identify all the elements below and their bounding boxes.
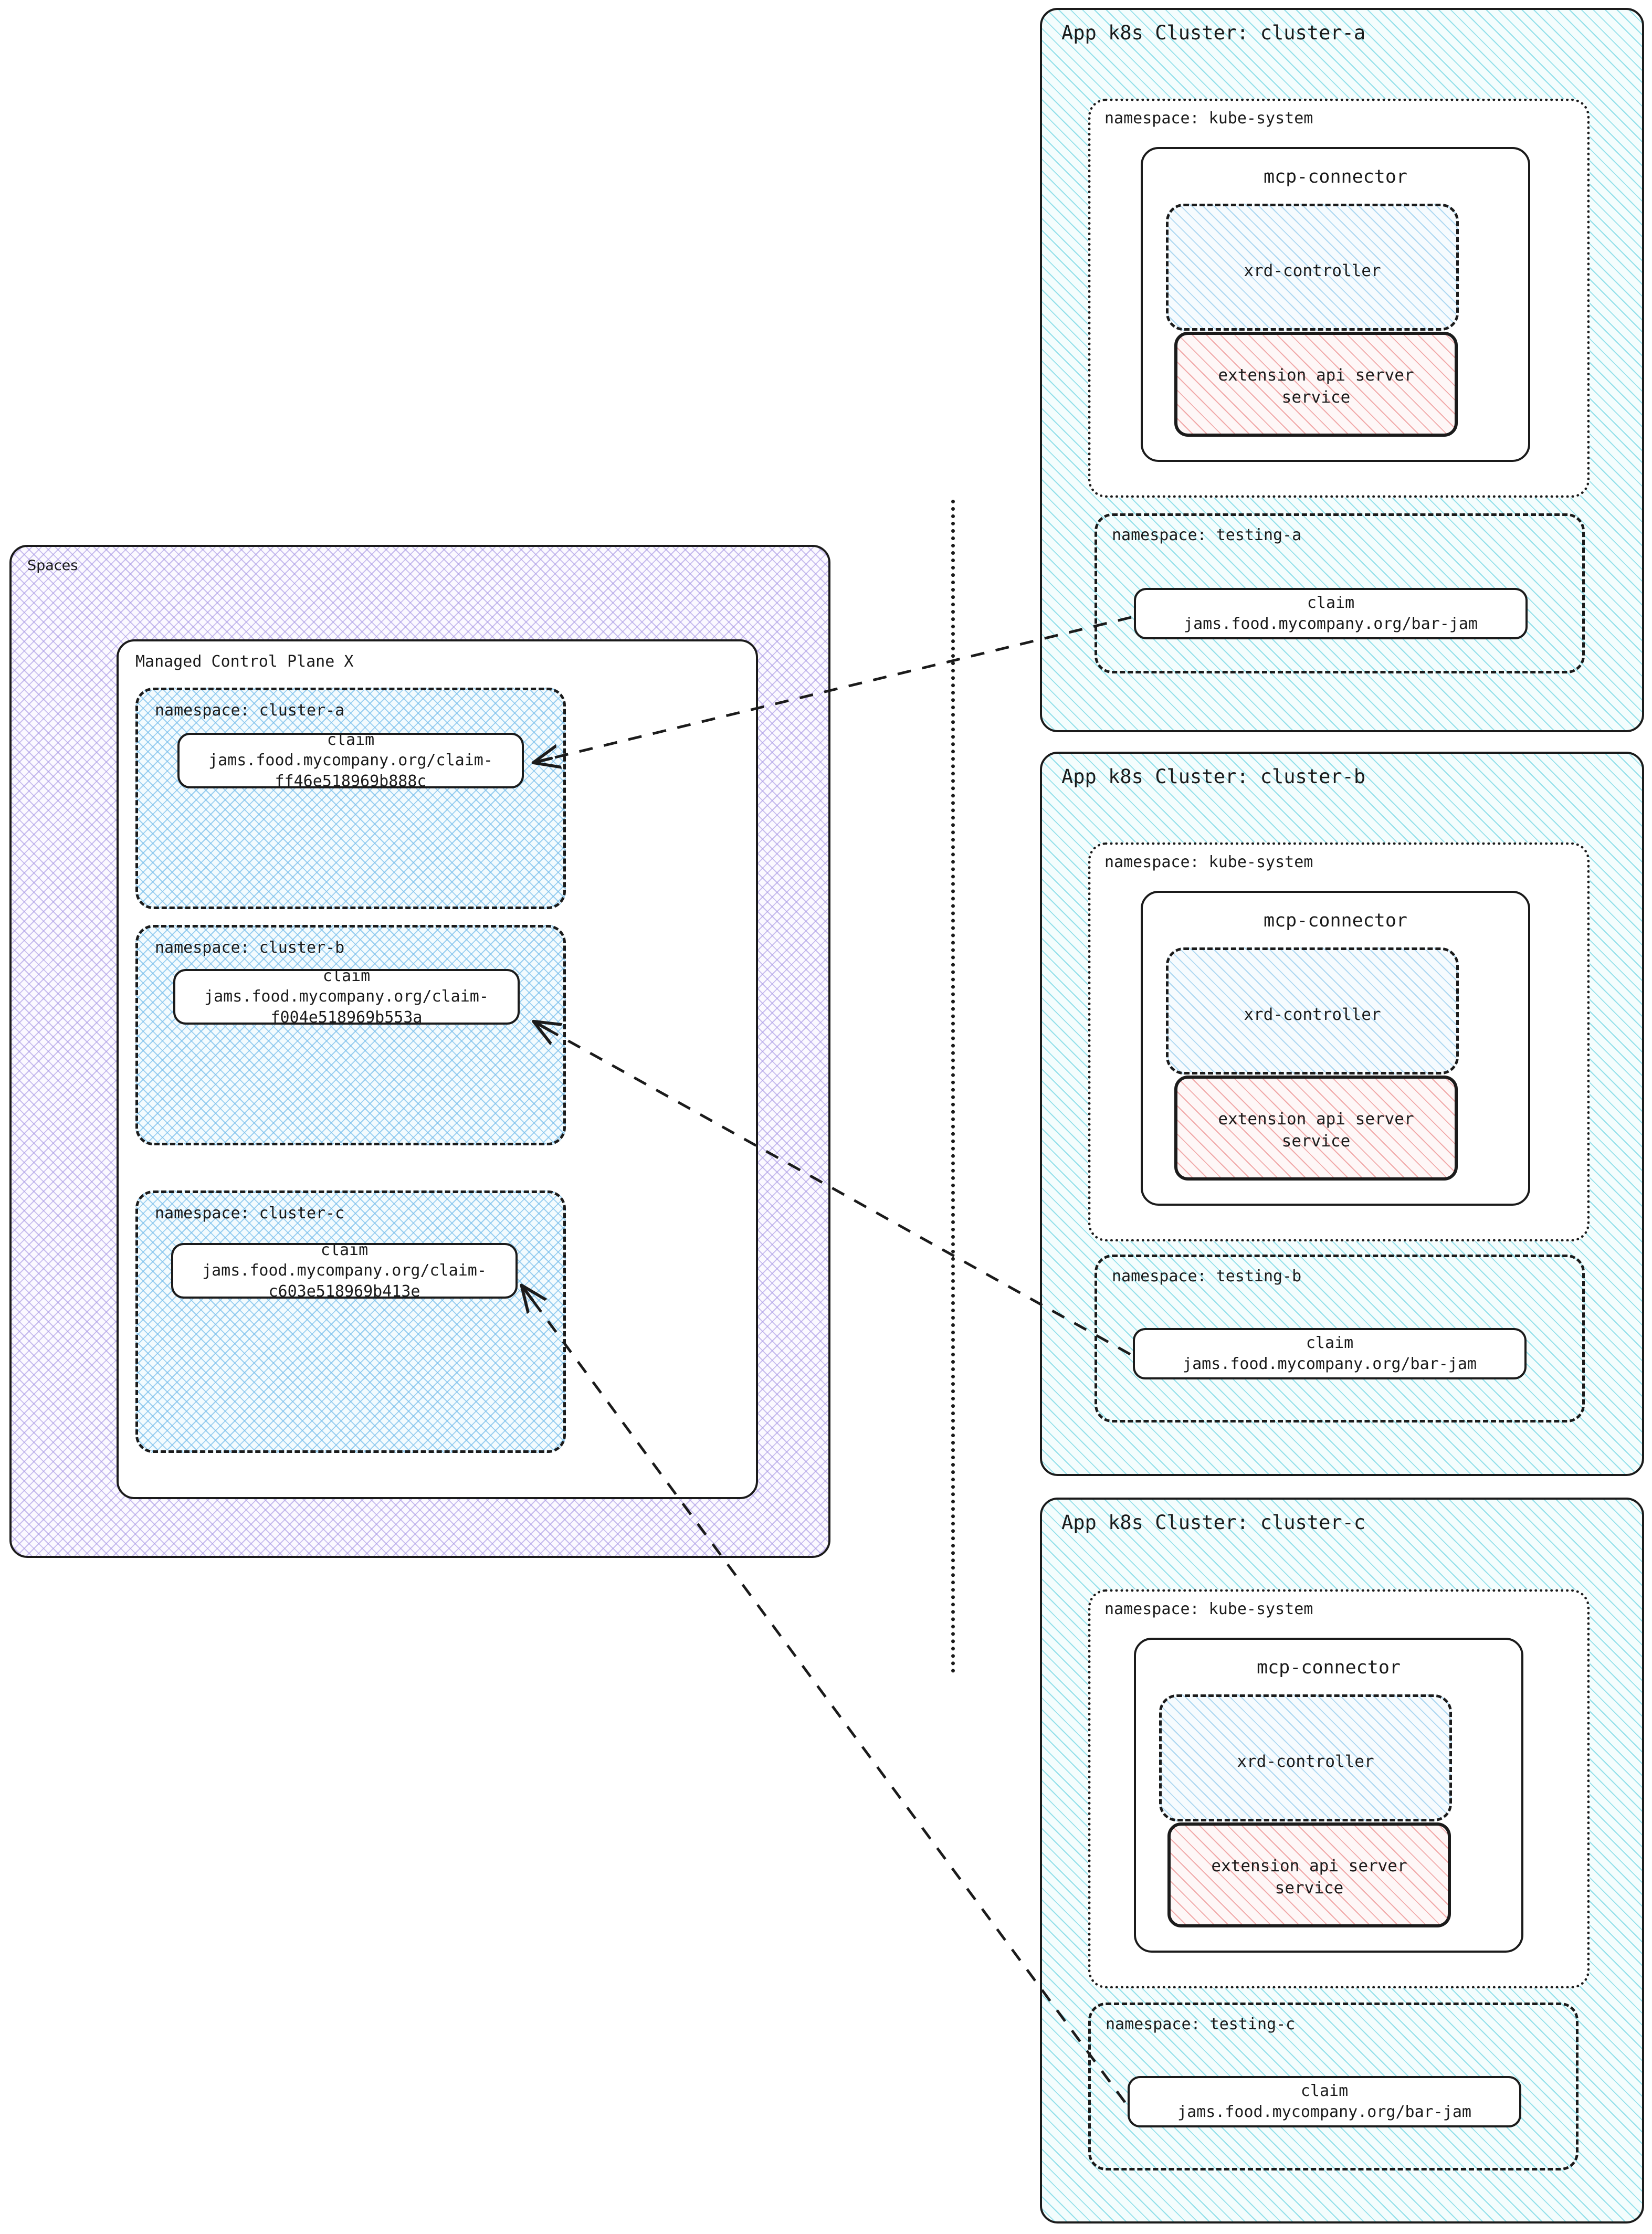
mcp-namespace-cluster-a: namespace: cluster-a bbox=[135, 688, 566, 909]
spaces-label: Spaces bbox=[27, 557, 78, 574]
claim-ref-2: f004e518969b553a bbox=[270, 1008, 423, 1027]
claim-ref: jams.food.mycompany.org/claim- bbox=[204, 987, 489, 1006]
claim-ref: jams.food.mycompany.org/bar-jam bbox=[1184, 615, 1478, 633]
cluster-a-mcp-connector-title: mcp-connector bbox=[1264, 166, 1407, 187]
cluster-c-mcp-connector-title: mcp-connector bbox=[1257, 1657, 1401, 1678]
cluster-a-extension-api-server: extension api server service bbox=[1174, 332, 1458, 437]
cluster-c-testing-claim[interactable]: claim jams.food.mycompany.org/bar-jam bbox=[1128, 2076, 1521, 2127]
managed-control-plane-label: Managed Control Plane X bbox=[135, 652, 354, 671]
cluster-a-testing-claim[interactable]: claim jams.food.mycompany.org/bar-jam bbox=[1134, 588, 1528, 639]
claim-kind: claim bbox=[320, 1240, 369, 1259]
claim-kind: claim bbox=[1306, 1334, 1354, 1353]
mcp-claim-cluster-c[interactable]: claim jams.food.mycompany.org/claim- c60… bbox=[171, 1240, 518, 1301]
cluster-c-title: App k8s Cluster: cluster-c bbox=[1061, 1511, 1366, 1534]
claim-kind: claim bbox=[322, 966, 371, 985]
cluster-a-kube-system-label: namespace: kube-system bbox=[1104, 109, 1313, 128]
mcp-namespace-cluster-a-label: namespace: cluster-a bbox=[155, 701, 345, 720]
claim-ref: jams.food.mycompany.org/bar-jam bbox=[1183, 1355, 1477, 1373]
mcp-claim-cluster-b[interactable]: claim jams.food.mycompany.org/claim- f00… bbox=[173, 966, 520, 1027]
boundary-separator bbox=[951, 500, 955, 1673]
cluster-a-title: App k8s Cluster: cluster-a bbox=[1061, 22, 1366, 44]
claim-ref-2: c603e518969b413e bbox=[268, 1282, 420, 1301]
cluster-c-extension-api-server: extension api server service bbox=[1167, 1822, 1451, 1927]
cluster-c-extension-api-server-line1: extension api server bbox=[1211, 1857, 1407, 1875]
mcp-namespace-cluster-b-label: namespace: cluster-b bbox=[155, 939, 345, 957]
claim-kind: claim bbox=[1307, 594, 1355, 613]
claim-ref: jams.food.mycompany.org/claim- bbox=[208, 751, 493, 770]
cluster-a-extension-api-server-line2: service bbox=[1281, 388, 1351, 407]
cluster-b-extension-api-server: extension api server service bbox=[1174, 1076, 1458, 1181]
cluster-c-xrd-controller: xrd-controller bbox=[1159, 1694, 1452, 1821]
cluster-c-extension-api-server-line2: service bbox=[1275, 1879, 1344, 1898]
cluster-c-xrd-controller-label: xrd-controller bbox=[1237, 1752, 1374, 1771]
cluster-a-xrd-controller: xrd-controller bbox=[1166, 204, 1459, 331]
cluster-b-xrd-controller-label: xrd-controller bbox=[1244, 1005, 1381, 1024]
claim-kind: claim bbox=[327, 730, 375, 749]
cluster-a-testing-namespace: namespace: testing-a bbox=[1095, 513, 1585, 673]
cluster-a-extension-api-server-line1: extension api server bbox=[1218, 366, 1414, 385]
mcp-namespace-cluster-c: namespace: cluster-c bbox=[135, 1190, 566, 1453]
cluster-b-kube-system-label: namespace: kube-system bbox=[1104, 853, 1313, 871]
cluster-b-extension-api-server-line2: service bbox=[1281, 1132, 1351, 1151]
cluster-b-title: App k8s Cluster: cluster-b bbox=[1061, 765, 1366, 788]
claim-ref-2: ff46e518969b888c bbox=[275, 772, 427, 791]
mcp-claim-cluster-a[interactable]: claim jams.food.mycompany.org/claim- ff4… bbox=[177, 730, 524, 791]
cluster-a-testing-namespace-label: namespace: testing-a bbox=[1112, 526, 1302, 544]
claim-ref: jams.food.mycompany.org/bar-jam bbox=[1177, 2103, 1471, 2121]
cluster-b-testing-claim[interactable]: claim jams.food.mycompany.org/bar-jam bbox=[1133, 1328, 1527, 1379]
cluster-c-kube-system-label: namespace: kube-system bbox=[1104, 1600, 1313, 1618]
cluster-b-extension-api-server-line1: extension api server bbox=[1218, 1110, 1414, 1129]
cluster-b-mcp-connector-title: mcp-connector bbox=[1264, 910, 1407, 931]
claim-kind: claim bbox=[1300, 2082, 1349, 2101]
cluster-c-testing-namespace-label: namespace: testing-c bbox=[1106, 2015, 1296, 2033]
cluster-b-xrd-controller: xrd-controller bbox=[1166, 947, 1459, 1074]
mcp-namespace-cluster-b: namespace: cluster-b bbox=[135, 925, 566, 1145]
cluster-a-xrd-controller-label: xrd-controller bbox=[1244, 261, 1381, 280]
cluster-b-testing-namespace-label: namespace: testing-b bbox=[1112, 1267, 1302, 1285]
mcp-namespace-cluster-c-label: namespace: cluster-c bbox=[155, 1204, 345, 1223]
claim-ref: jams.food.mycompany.org/claim- bbox=[202, 1261, 487, 1280]
